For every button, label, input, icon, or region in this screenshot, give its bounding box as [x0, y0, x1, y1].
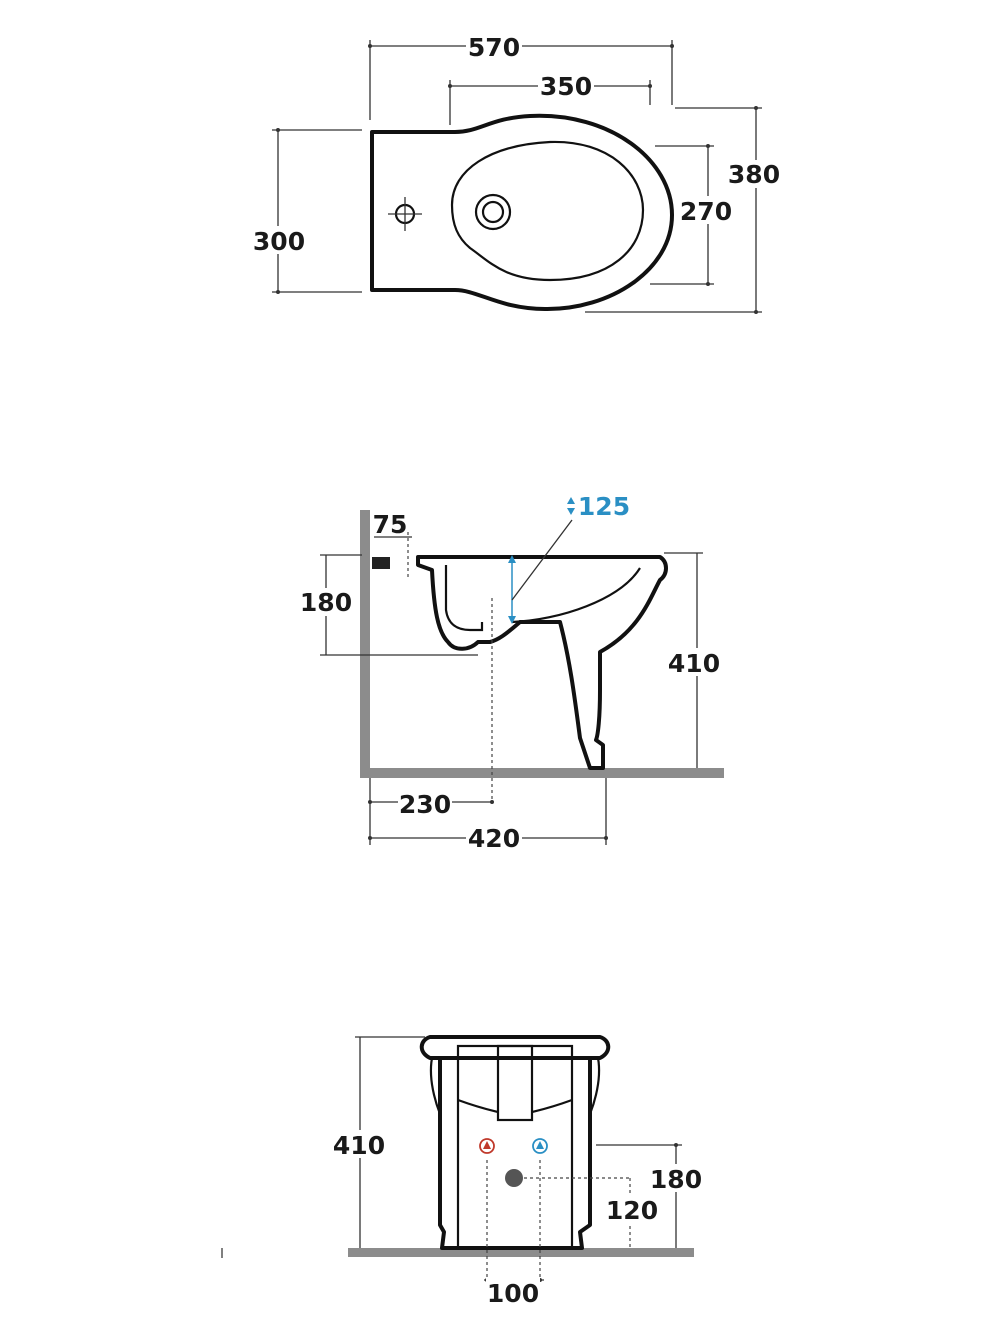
- waste-outlet: [505, 1169, 523, 1187]
- side-view-bowl-curve: [511, 567, 641, 624]
- hot-supply-icon: [479, 1138, 495, 1154]
- dim-water-depth: 125: [578, 492, 630, 521]
- wall-bracket: [372, 557, 390, 569]
- side-view-bowl: [444, 565, 484, 632]
- dim-overall-width: 380: [728, 160, 780, 189]
- side-view: 75 125 180 410 230 420: [300, 492, 724, 853]
- cold-supply-icon: [532, 1138, 548, 1154]
- dim-outlet-height: 180: [300, 588, 352, 617]
- dim-bowl-width: 270: [680, 197, 732, 226]
- dim-overall-length: 570: [468, 33, 520, 62]
- dim-rear-height: 410: [333, 1131, 385, 1160]
- top-view-bowl: [450, 140, 645, 282]
- side-view-body: [416, 555, 668, 770]
- floor: [360, 768, 724, 778]
- dim-bowl-length: 350: [540, 72, 592, 101]
- dim-wall-offset: 75: [373, 510, 408, 539]
- rear-rim: [419, 1035, 611, 1060]
- dim-waste-height: 120: [606, 1196, 658, 1225]
- wall: [360, 510, 370, 778]
- rear-floor: [348, 1248, 694, 1257]
- rear-outlet: [496, 1044, 534, 1122]
- dim-side-height: 410: [668, 649, 720, 678]
- dim-supply-spacing: 100: [487, 1279, 539, 1308]
- dim-foot-depth: 420: [468, 824, 520, 853]
- rear-view: 410 180 120 100: [221, 1035, 702, 1308]
- top-view: 570 350 380 270 300: [253, 32, 780, 314]
- dim-rear-width: 300: [253, 227, 305, 256]
- rear-pedestal: [438, 1056, 592, 1250]
- drain-inner: [481, 200, 505, 224]
- top-view-outline: [370, 113, 674, 312]
- drain-outer: [474, 193, 512, 231]
- dim-outlet-distance: 230: [399, 790, 451, 819]
- dim-supply-height: 180: [650, 1165, 702, 1194]
